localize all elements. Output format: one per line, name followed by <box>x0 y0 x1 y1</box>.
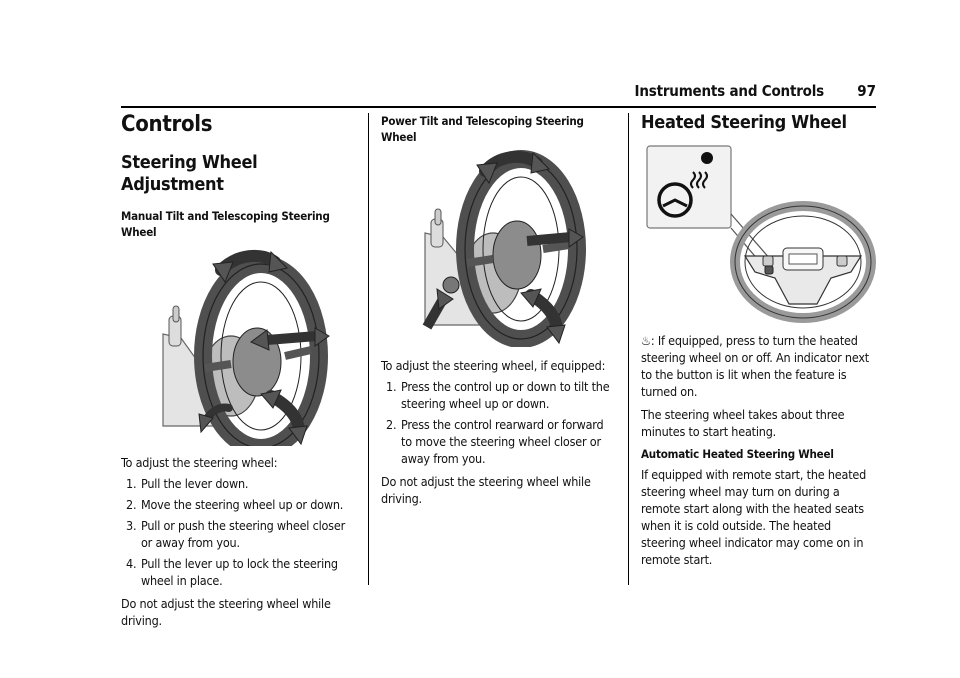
page-header: Instruments and Controls 97 <box>0 80 876 110</box>
power-steering-wheel-illustration <box>422 150 586 347</box>
column-1: Controls Steering Wheel Adjustment Manua… <box>121 112 357 629</box>
warning-text: Do not adjust the steering wheel while d… <box>381 474 591 506</box>
list-item: 1.Pull the lever down. <box>126 476 249 491</box>
list-item: 2.Press the control rearward or forward … <box>386 417 604 466</box>
heated-steering-wheel-illustration <box>646 145 876 323</box>
figure-caption-power: Power Tilt and Telescoping Steering Whee… <box>381 114 584 144</box>
header-rule <box>121 106 876 108</box>
auto-heated-title: Automatic Heated Steering Wheel <box>641 447 834 461</box>
heated-steering-wheel-icon: ♨ <box>641 333 651 348</box>
manual-steering-wheel-illustration <box>162 249 330 446</box>
list-item: 4.Pull the lever up to lock the steering… <box>126 556 338 588</box>
power-steps-list: 1.Press the control up or down to tilt t… <box>381 378 617 467</box>
heating-time-text: The steering wheel takes about three min… <box>641 407 845 439</box>
auto-heated-desc: If equipped with remote start, the heate… <box>641 467 867 567</box>
list-item: 2.Move the steering wheel up or down. <box>126 497 344 512</box>
column-divider <box>368 113 369 585</box>
heated-steering-wheel-icon <box>657 171 708 218</box>
column-3: Heated Steering Wheel ♨: If equipped, pr… <box>641 112 877 568</box>
list-item: 3.Pull or push the steering wheel closer… <box>126 518 345 550</box>
figure-caption-manual: Manual Tilt and Telescoping Steering Whe… <box>121 209 330 239</box>
instructions-intro: To adjust the steering wheel: <box>121 455 278 470</box>
heated-wheel-button-desc: ♨: If equipped, press to turn the heated… <box>641 333 869 399</box>
manual-steps-list: 1.Pull the lever down. 2.Move the steeri… <box>121 475 357 589</box>
instructions-intro: To adjust the steering wheel, if equippe… <box>381 358 606 373</box>
section-title-heated-wheel: Heated Steering Wheel <box>641 112 847 133</box>
section-title-steering-adjustment: Steering Wheel Adjustment <box>121 152 258 195</box>
header-title: Instruments and Controls <box>634 82 825 100</box>
column-2: Power Tilt and Telescoping Steering Whee… <box>381 112 617 507</box>
column-divider <box>628 113 629 585</box>
page-number: 97 <box>857 82 876 100</box>
list-item: 1.Press the control up or down to tilt t… <box>386 379 610 411</box>
warning-text: Do not adjust the steering wheel while d… <box>121 596 331 628</box>
section-title-controls: Controls <box>121 112 213 137</box>
